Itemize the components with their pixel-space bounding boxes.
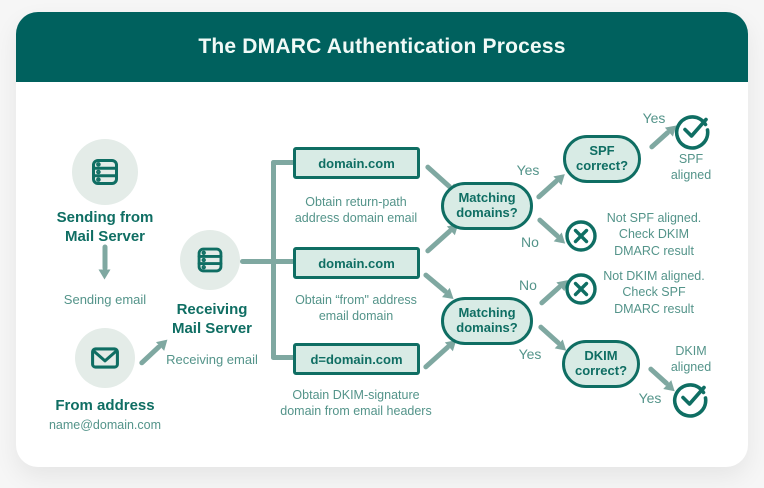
dkim-correct-decision: DKIM correct? [562, 340, 640, 388]
box3-to-matching2-arrow [422, 343, 451, 371]
box1-to-matching1-arrow [424, 163, 453, 191]
matching-domains-1-decision: Matching domains? [441, 182, 533, 230]
spf-correct-decision: SPF correct? [563, 135, 641, 183]
box2-to-matching1-arrow [424, 227, 453, 255]
check-circle-icon [670, 378, 710, 418]
return-path-domain-box: domain.com [293, 147, 420, 179]
matching2-yes-arrow [537, 323, 562, 347]
from-address-label: From address [55, 397, 155, 414]
dkim-yes-label: Yes [638, 390, 662, 406]
matching2-no-label: No [519, 277, 537, 293]
return-path-caption: Obtain return-path address domain email [294, 195, 418, 226]
server-icon [191, 241, 229, 279]
x-circle-icon [563, 271, 599, 307]
dkim-domain-caption: Obtain DKIM-signature domain from email … [280, 388, 432, 419]
diagram-card: The DMARC Authentication Process Sending… [16, 12, 748, 467]
matching1-no-arrow [536, 216, 561, 240]
not-spf-aligned-label: Not SPF aligned. Check DKIM DMARC result [606, 211, 702, 258]
bracket-bottom-stub [271, 355, 295, 360]
page-title: The DMARC Authentication Process [198, 35, 566, 58]
not-dkim-aligned-label: Not DKIM aligned. Check SPF DMARC result [603, 269, 705, 316]
receiving-server-badge [180, 230, 240, 290]
matching2-yes-label: Yes [518, 346, 542, 362]
title-bar: The DMARC Authentication Process [16, 12, 748, 82]
sending-server-label: Sending from Mail Server [56, 209, 154, 246]
from-domain-box: domain.com [293, 247, 420, 279]
bracket-top-stub [271, 160, 295, 165]
spf-yes-arrow [648, 129, 671, 151]
dkim-domain-box: d=domain.com [293, 343, 420, 375]
matching-domains-2-decision: Matching domains? [441, 297, 533, 345]
spf-aligned-label: SPF aligned [670, 152, 712, 183]
from-address-value: name@domain.com [48, 418, 162, 432]
server-icon [85, 152, 125, 192]
receiving-server-label: Receiving Mail Server [171, 301, 253, 338]
from-address-badge [75, 328, 135, 388]
envelope-icon [84, 337, 126, 379]
matching1-yes-label: Yes [516, 162, 540, 178]
sending-server-badge [72, 139, 138, 205]
sending-email-arrow [102, 244, 108, 271]
receiving-email-label: Receiving email [166, 352, 258, 367]
matching1-no-label: No [521, 234, 539, 250]
spf-yes-label: Yes [642, 110, 666, 126]
x-circle-icon [563, 218, 599, 254]
bracket-middle-stub [240, 259, 295, 264]
from-domain-caption: Obtain “from" address email domain [295, 293, 417, 324]
matching1-yes-arrow [535, 177, 560, 201]
sending-email-label: Sending email [63, 292, 147, 307]
dkim-aligned-label: DKIM aligned [670, 344, 712, 375]
matching2-no-arrow [538, 283, 563, 307]
check-circle-icon [672, 110, 712, 150]
